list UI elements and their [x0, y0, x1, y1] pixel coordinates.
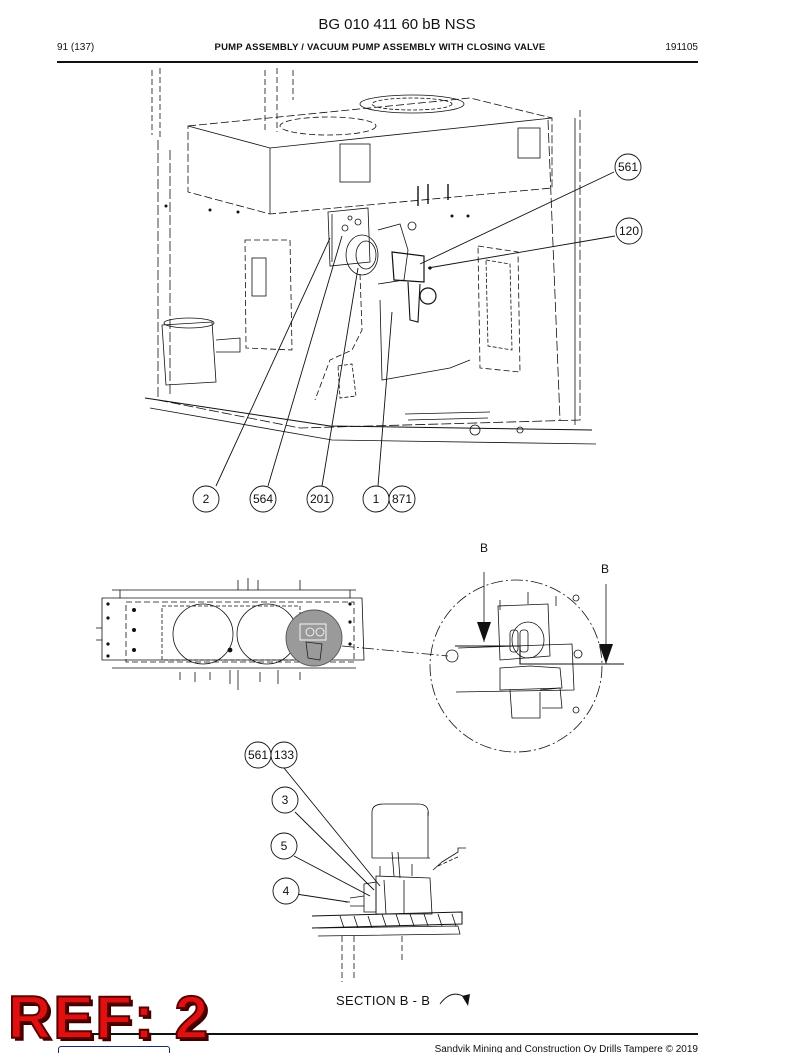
callout-4: 4: [283, 884, 290, 898]
callout-133: 133: [274, 748, 294, 762]
callout-201: 201: [310, 492, 330, 506]
section-title: PUMP ASSEMBLY / VACUUM PUMP ASSEMBLY WIT…: [214, 42, 546, 53]
callout-bubble-120: [615, 217, 643, 245]
callout-bubble-5: [270, 832, 298, 860]
document-code: BG 010 411 60 bB NSS: [318, 16, 476, 33]
top-leaders: [215, 171, 616, 487]
callout-2: 2: [203, 492, 210, 506]
section-leaders: [283, 767, 381, 903]
section-label: SECTION B - B: [336, 993, 431, 1008]
callout-bubble-561-top: [614, 153, 642, 181]
company-logo: [58, 1046, 170, 1053]
document-date: 191105: [665, 42, 698, 53]
callout-bubble-564: [249, 485, 277, 513]
section-bb-view: [311, 803, 466, 982]
footer-copyright: Sandvik Mining and Construction Oy Drill…: [434, 1044, 698, 1053]
callout-561-top: 561: [618, 160, 638, 174]
callout-561-section: 561: [248, 748, 268, 762]
callout-bubble-3: [271, 786, 299, 814]
callout-bubble-871: [388, 485, 416, 513]
callout-564: 564: [253, 492, 273, 506]
footer-rule: [57, 1033, 698, 1035]
section-marker-left: B: [480, 541, 488, 555]
callout-120: 120: [619, 224, 639, 238]
callout-3: 3: [282, 793, 289, 807]
isometric-pump-view: [144, 68, 597, 445]
detail-view: [429, 572, 624, 753]
callout-bubble-133: [270, 741, 298, 769]
callout-bubble-4: [272, 877, 300, 905]
section-marker-right: B: [601, 562, 609, 576]
callout-1: 1: [373, 492, 380, 506]
callout-871: 871: [392, 492, 412, 506]
page-number: 91 (137): [57, 42, 95, 53]
plan-view: [96, 578, 449, 690]
ref-stamp: REF: 2: [7, 984, 211, 1051]
callout-5: 5: [281, 839, 288, 853]
callout-bubble-201: [306, 485, 334, 513]
header-rule: [57, 61, 698, 63]
callout-bubble-2: [192, 485, 220, 513]
